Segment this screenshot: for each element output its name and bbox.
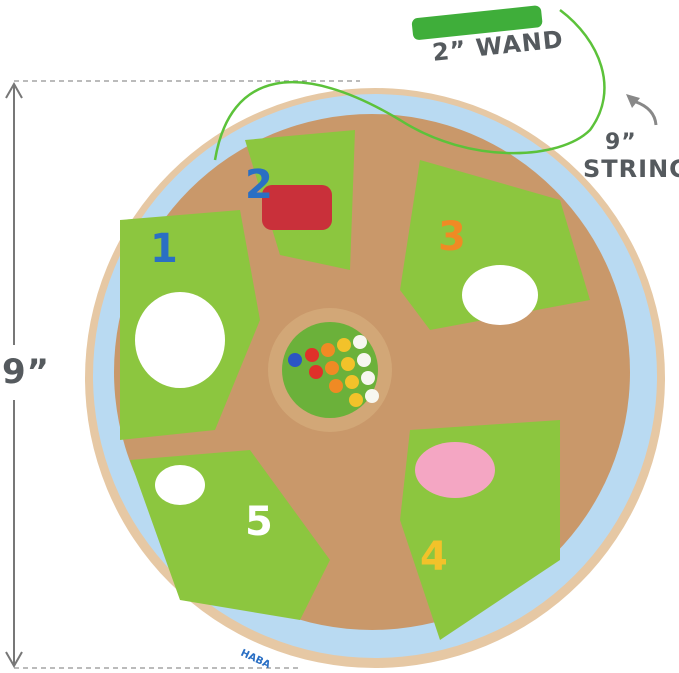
cow-figure: [135, 292, 225, 388]
horse-figure: [262, 185, 332, 230]
board-number-1: 1: [150, 226, 178, 272]
height-dimension-line: [5, 80, 360, 669]
chicken-figure: [155, 465, 205, 505]
board-number-3: 3: [438, 214, 466, 260]
wand: [411, 5, 543, 40]
board-height-label: 9”: [2, 352, 51, 392]
board-number-4: 4: [420, 534, 448, 580]
wand-string: [213, 9, 606, 161]
sheep-figure: [462, 265, 538, 325]
board-number-5: 5: [245, 499, 273, 545]
string-size-label: 9”: [605, 130, 637, 155]
string-label: STRING: [583, 155, 679, 183]
balls: [288, 335, 379, 407]
grass-sections: [120, 130, 590, 640]
arrow-head-icon: [626, 94, 640, 108]
pig-figure: [415, 442, 495, 498]
board-number-2: 2: [245, 162, 273, 208]
